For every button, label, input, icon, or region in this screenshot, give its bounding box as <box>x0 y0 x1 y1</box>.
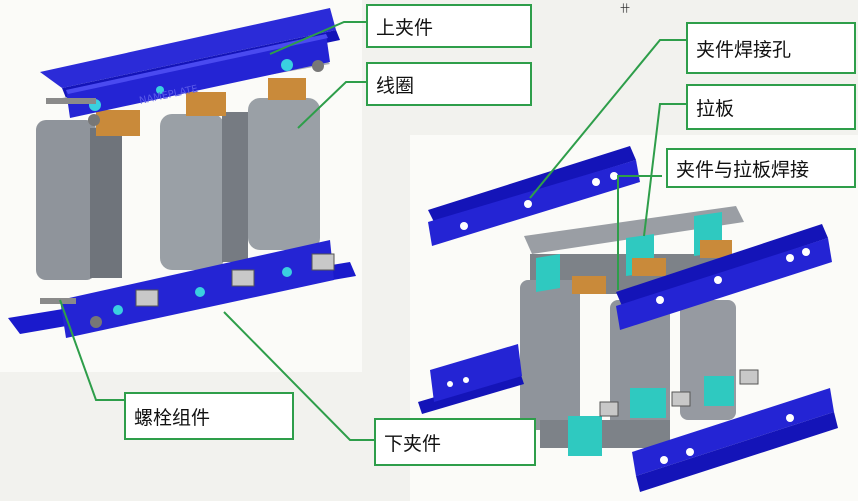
lower-separate-clamp-right <box>632 388 834 476</box>
weld-hole-left-b <box>281 59 293 71</box>
lower-terminal-right-1 <box>599 401 619 417</box>
welded-clamp-hole-3 <box>786 254 794 262</box>
lower-separate-clamp-left-hole-1 <box>447 381 453 387</box>
separate-clamp-body <box>428 160 640 246</box>
leader-clamp-tie-weld <box>617 175 662 290</box>
lower-terminal-3 <box>311 253 335 271</box>
leader-lines <box>59 21 686 441</box>
label-upper-clamp: 上夹件 <box>366 4 532 48</box>
weld-hole-lower-b <box>195 287 205 297</box>
tie-plate-1 <box>536 254 560 292</box>
leader-lower-clamp <box>223 311 374 441</box>
welded-clamp-lip <box>616 224 828 306</box>
separate-clamp-hole-1 <box>460 222 468 230</box>
lower-terminal-2 <box>231 269 255 287</box>
label-bolt-assembly: 螺栓组件 <box>124 392 294 440</box>
tie-plate-lower-2 <box>630 388 666 418</box>
terminal-right-2 <box>632 258 666 276</box>
upper-clamp-front <box>66 34 330 118</box>
lower-terminal-1 <box>135 289 159 307</box>
bolt-lower-left <box>40 298 76 304</box>
welded-clamp-hole-2 <box>714 276 722 284</box>
coil-left-1-side <box>90 128 122 278</box>
welded-clamp-hole-4 <box>802 248 810 256</box>
separate-clamp-lip <box>428 146 636 222</box>
upper-clamp-front-edge <box>66 34 328 94</box>
terminal-left-1 <box>96 110 140 136</box>
lower-separate-clamp-left-hole-2 <box>463 377 469 383</box>
coil-left-1 <box>36 120 96 280</box>
core-top-right <box>524 206 744 254</box>
coil-left-3 <box>248 98 320 250</box>
terminal-left-3 <box>268 78 306 100</box>
lower-separate-clamp-left <box>430 344 522 402</box>
weld-hole-lower-a <box>113 305 123 315</box>
tie-plate-lower-3 <box>704 376 734 406</box>
welded-clamp-body <box>616 238 832 330</box>
leader-clamp-weld-hole <box>529 39 686 199</box>
weld-hole-left-c <box>156 86 164 94</box>
lower-terminal-right-2 <box>671 391 691 407</box>
corner-mark: 卄 <box>620 4 630 15</box>
coil-right-1 <box>520 280 580 430</box>
leader-bolt-assembly <box>59 299 124 401</box>
lower-separate-clamp-right-hole-1 <box>660 456 668 464</box>
label-tie-plate: 拉板 <box>686 84 856 130</box>
leader-tie-plate <box>643 103 686 237</box>
core-lower-yoke <box>540 420 670 448</box>
lower-separate-clamp-right-hole-3 <box>786 414 794 422</box>
terminal-right-3 <box>700 240 732 258</box>
terminal-right-1 <box>572 276 606 294</box>
label-clamp-tie-weld: 夹件与拉板焊接 <box>666 148 856 188</box>
coil-left-2 <box>160 114 224 270</box>
label-clamp-weld-hole: 夹件焊接孔 <box>686 22 856 74</box>
leader-upper-clamp <box>269 21 366 55</box>
separate-clamp-hole-3 <box>592 178 600 186</box>
bolt-head-upper-left <box>88 114 100 126</box>
leader-coil <box>297 81 366 129</box>
bolt-upper-left <box>46 98 96 104</box>
label-lower-clamp: 下夹件 <box>374 418 536 466</box>
label-coil: 线圈 <box>366 62 532 106</box>
separate-clamp-hole-2 <box>524 200 532 208</box>
terminal-left-2 <box>186 92 226 116</box>
tie-plate-lower-1 <box>568 416 602 456</box>
lower-separate-clamp-right-lip <box>636 412 838 492</box>
separate-clamp-hole-4 <box>610 172 618 180</box>
coil-left-2-side <box>222 112 248 262</box>
welded-clamp-hole-1 <box>656 296 664 304</box>
lower-separate-clamp-right-hole-2 <box>686 448 694 456</box>
bolt-head-upper-right <box>312 60 324 72</box>
weld-hole-lower-c <box>282 267 292 277</box>
bolt-head-lower-left <box>90 316 102 328</box>
upper-clamp-back <box>40 8 336 88</box>
lower-terminal-right-3 <box>739 369 759 385</box>
